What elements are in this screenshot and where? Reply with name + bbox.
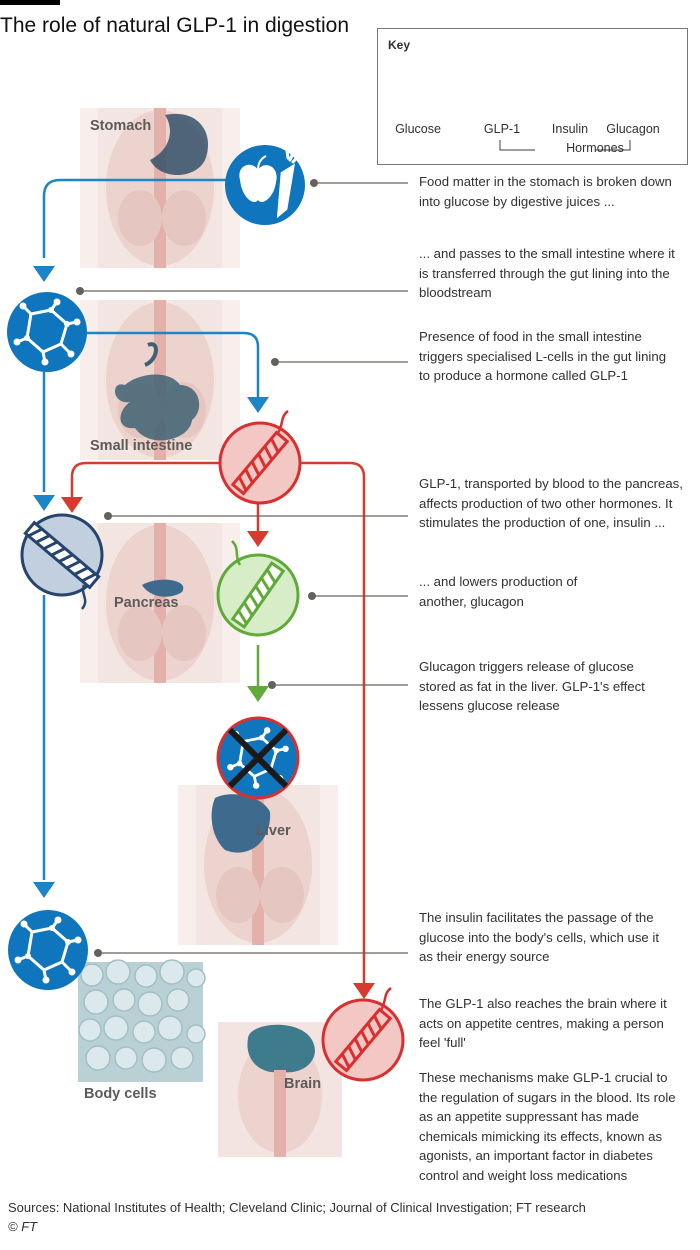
glucose-intestine-icon xyxy=(5,290,89,374)
annotation-conclusion: These mechanisms make GLP-1 crucial to t… xyxy=(419,1070,676,1183)
page-title: The role of natural GLP-1 in digestion xyxy=(0,14,350,37)
glucose-body-cells-icon xyxy=(6,908,90,992)
organ-label-body-cells: Body cells xyxy=(84,1086,157,1102)
body-cells-panel xyxy=(78,959,206,1082)
organ-label-small-intestine: Small intestine xyxy=(90,438,193,454)
annotation-pancreas-insulin: GLP-1, transported by blood to the pancr… xyxy=(419,476,683,530)
organ-label-pancreas: Pancreas xyxy=(114,595,179,611)
liver-panel xyxy=(178,785,338,945)
annotation-l-cells: Presence of food in the small intestine … xyxy=(419,329,667,383)
glucose-liver-blocked-icon xyxy=(216,716,300,800)
annotation-brain: The GLP-1 also reaches the brain where i… xyxy=(419,996,667,1050)
small-intestine-panel xyxy=(80,300,240,460)
key-label-glucose: Glucose xyxy=(395,122,441,136)
pancreas-panel xyxy=(80,523,240,683)
stomach-panel xyxy=(80,108,240,268)
key-heading: Key xyxy=(388,38,411,52)
arrows xyxy=(42,178,366,988)
brain-panel xyxy=(218,1022,342,1157)
copyright-note: © FT xyxy=(8,1219,38,1234)
organ-label-brain: Brain xyxy=(284,1076,322,1092)
food-icon xyxy=(225,142,306,225)
leader-dots xyxy=(76,179,318,957)
hormones-bracket xyxy=(499,140,631,151)
arrowheads xyxy=(33,266,375,999)
organ-label-liver: Liver xyxy=(256,823,291,839)
key-label-hormones: Hormones xyxy=(566,141,624,155)
annotation-glucagon: ... and lowers production of another, gl… xyxy=(419,574,578,609)
glp1-brain-icon xyxy=(323,988,403,1080)
key-label-insulin: Insulin xyxy=(551,122,589,136)
sources-note: Sources: National Institutes of Health; … xyxy=(8,1200,586,1215)
key-label-glp1: GLP-1 xyxy=(483,122,521,136)
organ-label-stomach: Stomach xyxy=(90,118,152,134)
title-accent-bar xyxy=(0,0,60,5)
key-box: Key xyxy=(377,28,688,165)
annotation-bloodstream: ... and passes to the small intestine wh… xyxy=(419,246,675,300)
annotation-liver: Glucagon triggers release of glucose sto… xyxy=(419,659,645,713)
annotation-stomach: Food matter in the stomach is broken dow… xyxy=(419,174,672,209)
annotation-body-cells: The insulin facilitates the passage of t… xyxy=(419,910,660,964)
leader-lines xyxy=(80,182,408,954)
key-label-glucagon: Glucagon xyxy=(606,122,660,136)
